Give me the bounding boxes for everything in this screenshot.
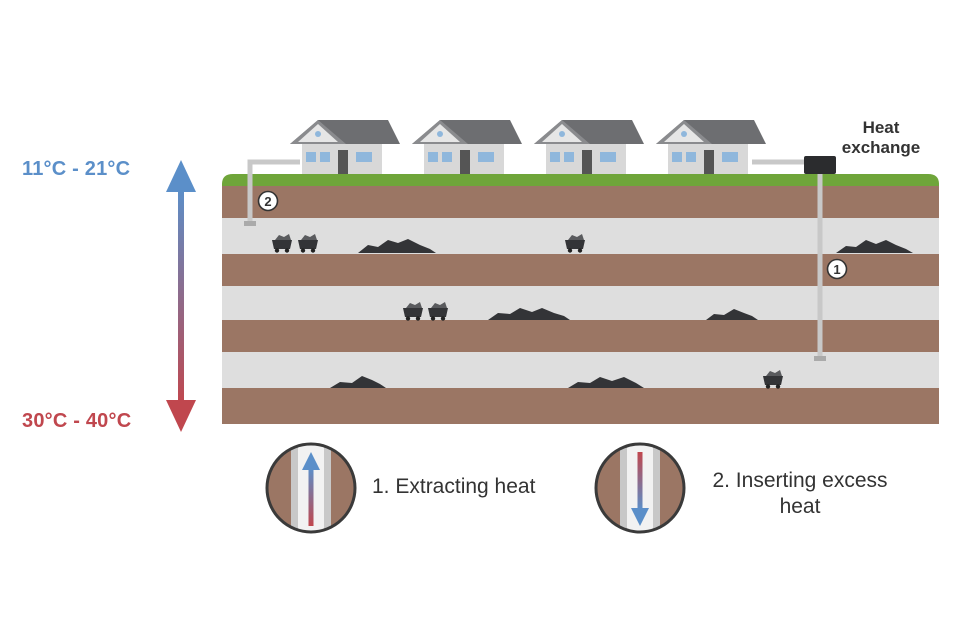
legend-inserting-heat-label: 2. Inserting excess heat	[690, 468, 910, 520]
houses	[290, 120, 766, 174]
injection-pipe	[247, 159, 300, 224]
marker-1-label: 1	[833, 262, 840, 277]
marker-2-label: 2	[264, 194, 271, 209]
coal-pile-icon	[568, 377, 644, 388]
coal-pile-icon	[706, 309, 758, 320]
temperature-arrow-icon	[166, 160, 196, 432]
coal-pile-icon	[330, 376, 386, 388]
house-icon	[656, 120, 766, 174]
coal-piles	[330, 239, 913, 388]
legend-inserting-heat-line1: 2. Inserting excess	[712, 469, 888, 492]
coal-pile-icon	[488, 308, 570, 320]
legend-inserting-heat-line2: heat	[779, 495, 821, 518]
legend-insert-icon	[594, 442, 686, 534]
coal-pile-icon	[358, 239, 436, 253]
house-icon	[534, 120, 644, 174]
legend-extracting-heat-label: 1. Extracting heat	[372, 475, 536, 498]
temperature-bottom-label: 30°C - 40°C	[22, 410, 132, 432]
legend-extract-icon	[265, 442, 357, 534]
pipework	[247, 159, 823, 358]
heat-exchange-label: Heat exchange	[826, 118, 936, 158]
temperature-top-label: 11°C - 21°C	[22, 158, 131, 180]
heat-exchange-label-line2: exchange	[841, 138, 921, 157]
marker-2: 2	[257, 190, 279, 212]
coal-pile-icon	[836, 240, 913, 253]
heat-exchanger-icon	[804, 156, 836, 174]
house-icon	[412, 120, 522, 174]
grass-strip	[222, 174, 939, 186]
mine-seam-2	[222, 286, 939, 320]
heat-exchange-label-line1: Heat	[862, 118, 900, 137]
marker-1: 1	[826, 258, 848, 280]
house-icon	[290, 120, 400, 174]
